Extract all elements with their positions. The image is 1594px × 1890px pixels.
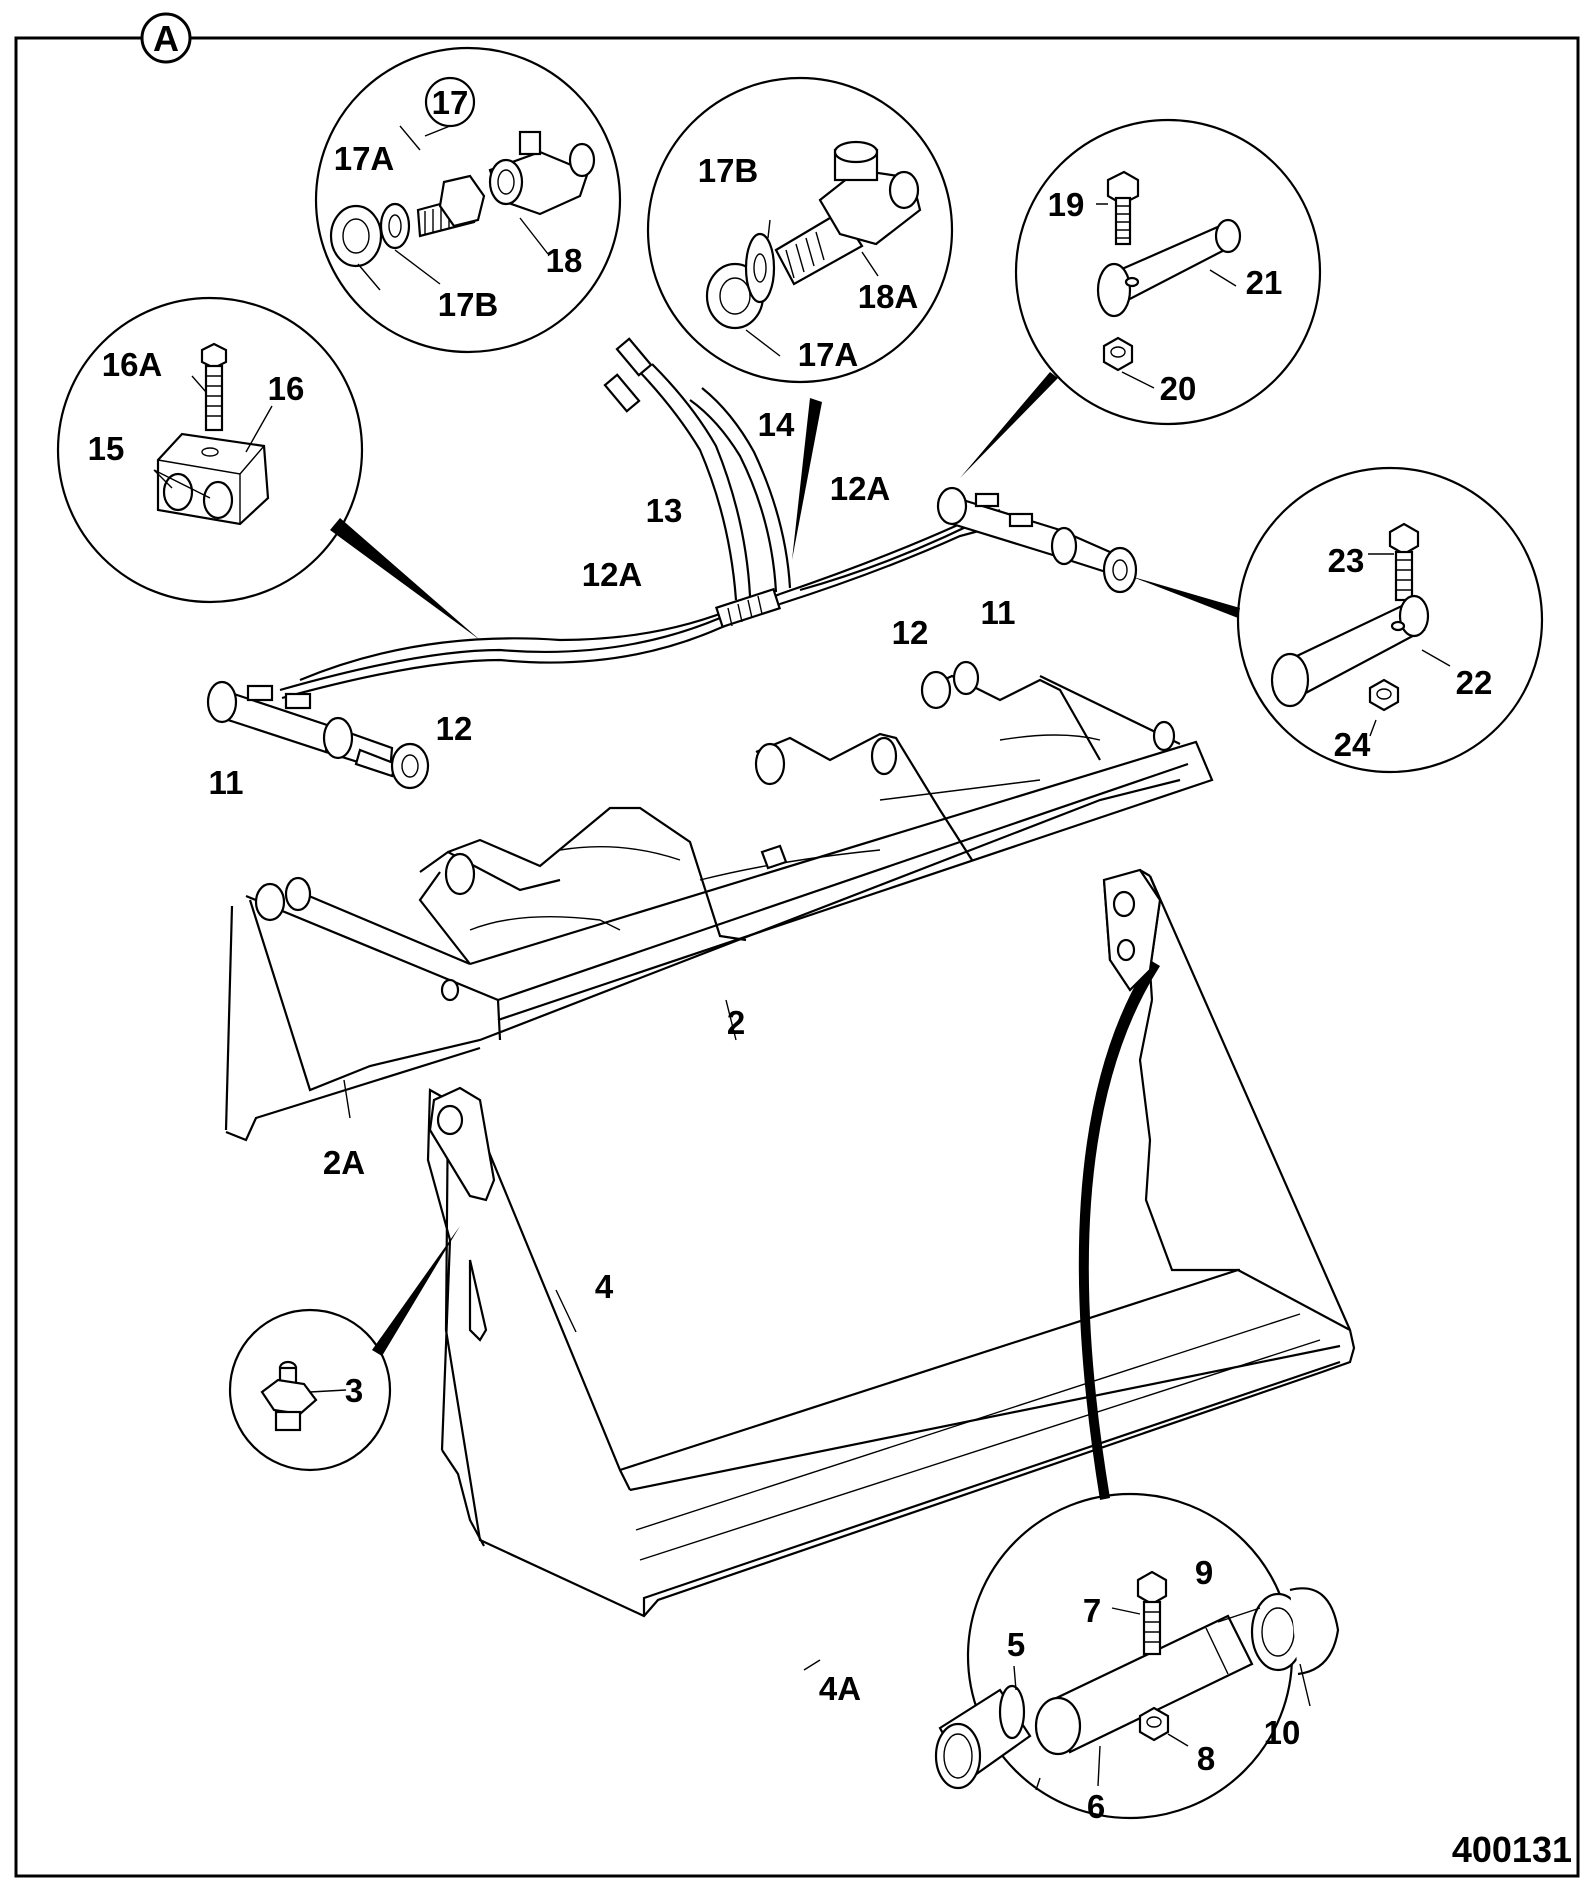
callout-17A-lower: 17A	[798, 336, 859, 373]
svg-text:A: A	[153, 18, 179, 59]
callout-4A: 4A	[819, 1670, 861, 1707]
bucket-4	[426, 868, 1356, 1671]
callout-14: 14	[758, 406, 795, 443]
bucket-frame-2	[224, 660, 1214, 1142]
callout-23: 23	[1328, 542, 1365, 579]
callout-3: 3	[345, 1372, 363, 1409]
callout-20: 20	[1160, 370, 1197, 407]
callout-labels: 17 17A 17B 18 17B 18A 17A 19 21 20 16A 1…	[88, 84, 1572, 1870]
callout-2A: 2A	[323, 1144, 365, 1181]
callout-19: 19	[1048, 186, 1085, 223]
callout-24: 24	[1334, 726, 1371, 763]
callout-11-right: 11	[981, 594, 1016, 631]
detail-grease-nipple-3	[228, 1308, 392, 1472]
callout-13: 13	[646, 492, 683, 529]
callout-17B-lower: 17B	[698, 152, 759, 189]
callout-18: 18	[546, 242, 583, 279]
callout-9: 9	[1195, 1554, 1213, 1591]
callout-18A: 18A	[858, 278, 919, 315]
view-marker: A	[140, 12, 192, 64]
leader-wedge-19-21	[960, 372, 1058, 478]
callout-16A: 16A	[102, 346, 163, 383]
callout-12A-left: 12A	[582, 556, 643, 593]
callout-7: 7	[1083, 1592, 1101, 1629]
callout-4: 4	[595, 1268, 614, 1305]
drawing-frame	[14, 36, 1580, 1878]
callout-12A-right: 12A	[830, 470, 891, 507]
callout-15: 15	[88, 430, 125, 467]
callout-22: 22	[1456, 664, 1493, 701]
callout-21: 21	[1246, 264, 1283, 301]
figure-number: 400131	[1452, 1829, 1572, 1870]
leader-wedge-17-18	[792, 398, 822, 560]
detail-pivot-pin-5-10	[934, 1492, 1340, 1820]
callout-11-left: 11	[209, 764, 244, 801]
callout-17A-upper: 17A	[334, 140, 395, 177]
hose-assembly	[206, 337, 1138, 790]
callout-12-right: 12	[892, 614, 929, 651]
leader-wedge-5-10	[1078, 960, 1160, 1500]
detail-clamp-15-16	[56, 296, 364, 604]
callout-2: 2	[727, 1004, 745, 1041]
detail-pin-19-21	[1014, 118, 1322, 426]
callout-17: 17	[432, 84, 469, 121]
leader-wedge-22-24	[1130, 576, 1240, 618]
leader-wedge-15-16	[330, 518, 480, 640]
callout-17B-upper: 17B	[438, 286, 499, 323]
detail-fitting-18A	[646, 76, 954, 384]
callout-12-left: 12	[436, 710, 473, 747]
callout-5: 5	[1007, 1626, 1025, 1663]
detail-pin-22-24	[1236, 466, 1544, 774]
leader-wedge-3	[372, 1226, 460, 1356]
callout-6: 6	[1087, 1788, 1105, 1825]
callout-8: 8	[1197, 1740, 1215, 1777]
callout-10: 10	[1264, 1714, 1301, 1751]
callout-16: 16	[268, 370, 305, 407]
detail-fitting-17-18	[314, 46, 622, 354]
